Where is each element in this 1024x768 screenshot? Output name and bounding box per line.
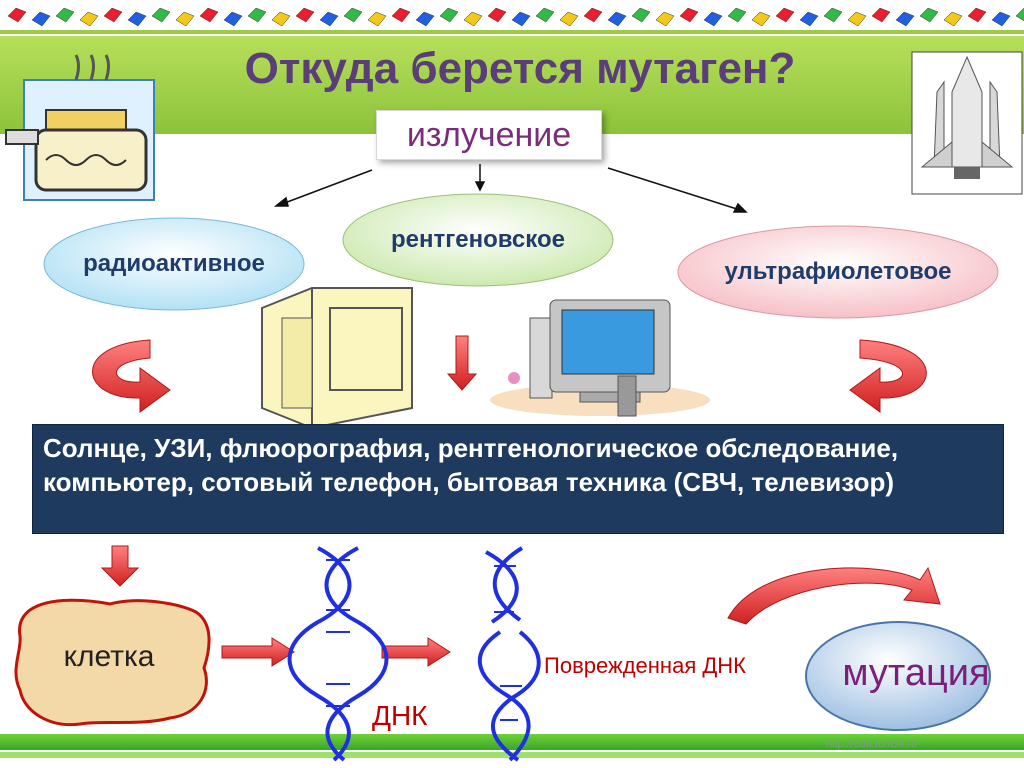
decor-cube [295, 7, 315, 23]
dna-helix-icon [287, 546, 389, 762]
curved-arrow-left [92, 339, 171, 413]
decor-cube [871, 7, 891, 23]
decor-cube [79, 11, 99, 27]
cell-shape [14, 598, 211, 727]
decor-cube [415, 11, 435, 27]
decor-cube [775, 7, 795, 23]
decor-cube [463, 11, 483, 27]
decor-cube [655, 11, 675, 27]
decor-cube [343, 7, 363, 23]
oval-label-xray: рентгеновское [391, 226, 565, 253]
bottom-band [0, 734, 1024, 750]
decor-cube [799, 11, 819, 27]
decor-cube [319, 11, 339, 27]
decor-cube [127, 11, 147, 27]
computer-icon [490, 299, 710, 417]
radiation-box: излучение [376, 110, 602, 160]
decor-cube [535, 7, 555, 23]
decor-cube [391, 7, 411, 23]
decor-cube [943, 11, 963, 27]
decor-cube [607, 11, 627, 27]
damaged-dna-label: Поврежденная ДНК [544, 653, 746, 678]
decor-cube [583, 7, 603, 23]
decor-cube [727, 7, 747, 23]
radiation-arrows [273, 164, 748, 213]
decor-cube [55, 7, 75, 23]
decor-cube [367, 11, 387, 27]
decor-cube [199, 7, 219, 23]
decor-cube [247, 7, 267, 23]
decor-cube [751, 11, 771, 27]
decor-cube [103, 7, 123, 23]
oval-label-uv: ультрафиолетовое [724, 258, 952, 285]
oval-xray [342, 193, 614, 287]
decor-cube [631, 7, 651, 23]
oval-uv [677, 225, 999, 319]
decor-cube [7, 7, 27, 23]
cell-label: клетка [63, 640, 155, 673]
decor-cubes [7, 7, 1024, 27]
down-arrow-middle [446, 335, 478, 391]
decor-cube [967, 7, 987, 23]
watermark: http://edu.tomsk.ru [826, 738, 918, 750]
curved-arrow-to-mutation [727, 566, 941, 625]
decor-cube [223, 11, 243, 27]
toaster-icon [5, 54, 155, 201]
decor-cube [895, 11, 915, 27]
crt-monitor-icon [261, 287, 413, 430]
decor-cube [703, 11, 723, 27]
oval-mutation [805, 621, 991, 731]
space-shuttle-icon [911, 51, 1023, 195]
decor-cube [919, 7, 939, 23]
down-arrow-to-cell [100, 545, 140, 587]
dna-label: ДНК [372, 700, 428, 731]
arrow-cell-to-dna [221, 637, 295, 667]
decor-cube [151, 7, 171, 23]
decor-cube [679, 7, 699, 23]
decor-cube [439, 7, 459, 23]
decor-cube [847, 11, 867, 27]
decor-cube [175, 11, 195, 27]
curved-arrow-right [849, 339, 927, 413]
decor-cube [991, 11, 1011, 27]
decor-cube [31, 11, 51, 27]
oval-radioactive [43, 217, 305, 311]
decor-cube [271, 11, 291, 27]
decor-cube [823, 7, 843, 23]
decor-cube [1015, 7, 1024, 22]
top-decor-border [0, 0, 1024, 36]
decor-cube [487, 7, 507, 23]
sources-box: Солнце, УЗИ, флюорография, рентгенологич… [32, 424, 1004, 534]
damaged-dna-icon [478, 546, 541, 762]
oval-label-radioactive: радиоактивное [83, 250, 265, 277]
decor-cube [559, 11, 579, 27]
page-title: Откуда берется мутаген? [244, 44, 796, 93]
decor-cube [511, 11, 531, 27]
mutation-label: мутация [842, 652, 990, 694]
arrow-dna-to-damaged [381, 637, 451, 667]
